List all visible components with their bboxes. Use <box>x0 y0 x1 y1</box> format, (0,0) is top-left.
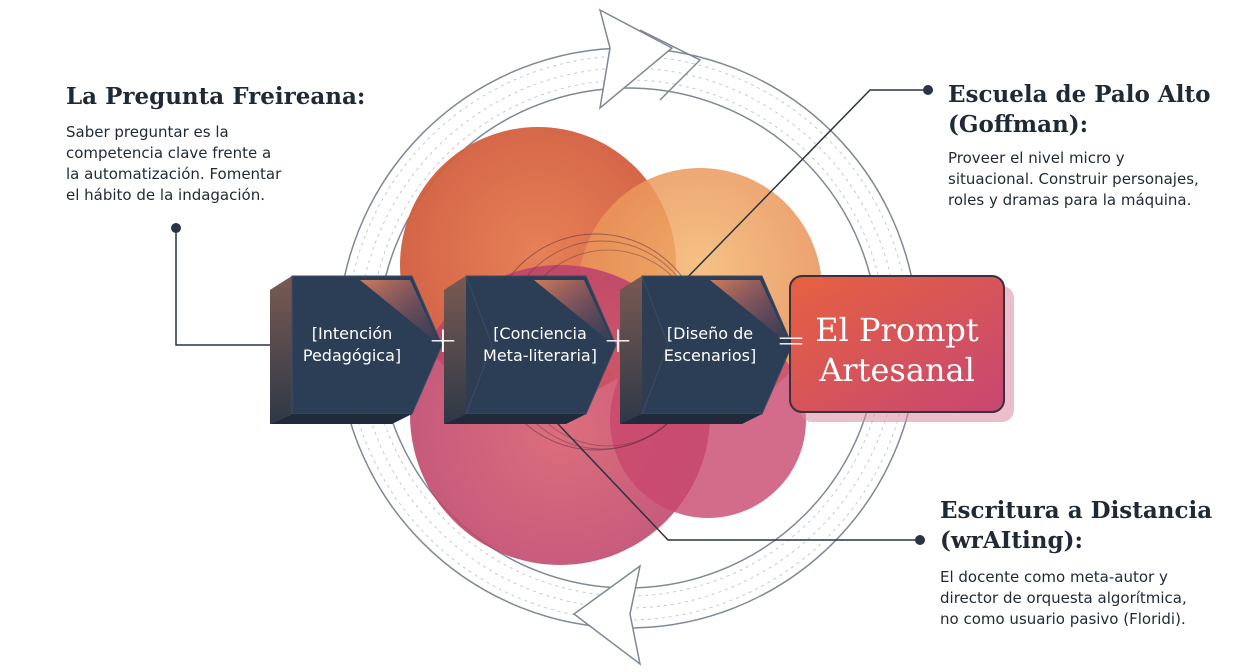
text-line: el hábito de la indagación. <box>66 186 265 204</box>
text-line: Pedagógica] <box>302 346 402 365</box>
text-line: no como usuario pasivo (Floridi). <box>940 610 1186 628</box>
connectors <box>175 89 926 541</box>
connector-top-right <box>679 89 926 286</box>
block-label-intencion: [Intención Pedagógica] <box>292 306 412 384</box>
title-line: (Goffman): <box>948 111 1089 138</box>
text-line: Meta-literaria] <box>483 346 597 365</box>
result-label: El Prompt Artesanal <box>792 290 1002 410</box>
annotation-body-escritura: El docente como meta-autor y director de… <box>940 567 1187 630</box>
text-line: director de orquesta algorítmica, <box>940 589 1187 607</box>
annotation-title-escritura: Escritura a Distancia (wrAIting): <box>940 496 1212 556</box>
connector-dot <box>171 223 181 233</box>
annotation-title-palo-alto: Escuela de Palo Alto (Goffman): <box>948 80 1210 140</box>
text-line: situacional. Construir personajes, <box>948 170 1199 188</box>
annotation-body-palo-alto: Proveer el nivel micro y situacional. Co… <box>948 148 1199 211</box>
process-block-1 <box>270 275 443 424</box>
text-line: [Conciencia <box>493 324 587 343</box>
connector-dot <box>915 535 925 545</box>
process-block-3 <box>620 275 793 424</box>
equals-operator: = <box>775 320 807 361</box>
text-line: competencia clave frente a <box>66 144 272 162</box>
text-line: El docente como meta-autor y <box>940 568 1168 586</box>
result-line: El Prompt <box>815 311 979 349</box>
connector-dot <box>923 85 933 95</box>
text-line: la automatización. Fomentar <box>66 165 282 183</box>
annotation-title-freireana: La Pregunta Freireana: <box>66 83 366 110</box>
title-line: (wrAIting): <box>940 527 1083 554</box>
plus-operator-2: + <box>602 320 634 361</box>
text-line: roles y dramas para la máquina. <box>948 191 1192 209</box>
text-line: [Intención <box>311 324 393 343</box>
text-line: Saber preguntar es la <box>66 123 229 141</box>
text-line: [Diseño de <box>666 324 754 343</box>
block-label-diseno: [Diseño de Escenarios] <box>650 306 770 384</box>
connector-dots <box>171 85 933 545</box>
text-line: Proveer el nivel micro y <box>948 149 1125 167</box>
title-line: Escuela de Palo Alto <box>948 81 1211 108</box>
result-box <box>789 275 1014 422</box>
result-line: Artesanal <box>819 351 975 389</box>
cycle-arrowhead-top <box>598 8 702 110</box>
text-line: Escenarios] <box>663 346 757 365</box>
block-label-conciencia: [Conciencia Meta-literaria] <box>476 306 604 384</box>
cycle-arrowhead-bottom <box>572 564 642 666</box>
annotation-body-freireana: Saber preguntar es la competencia clave … <box>66 122 281 206</box>
connector-top-left <box>175 228 280 346</box>
title-line: Escritura a Distancia <box>940 497 1213 524</box>
connector-bottom-right <box>539 404 918 541</box>
process-block-2 <box>444 275 617 424</box>
plus-operator-1: + <box>427 320 459 361</box>
